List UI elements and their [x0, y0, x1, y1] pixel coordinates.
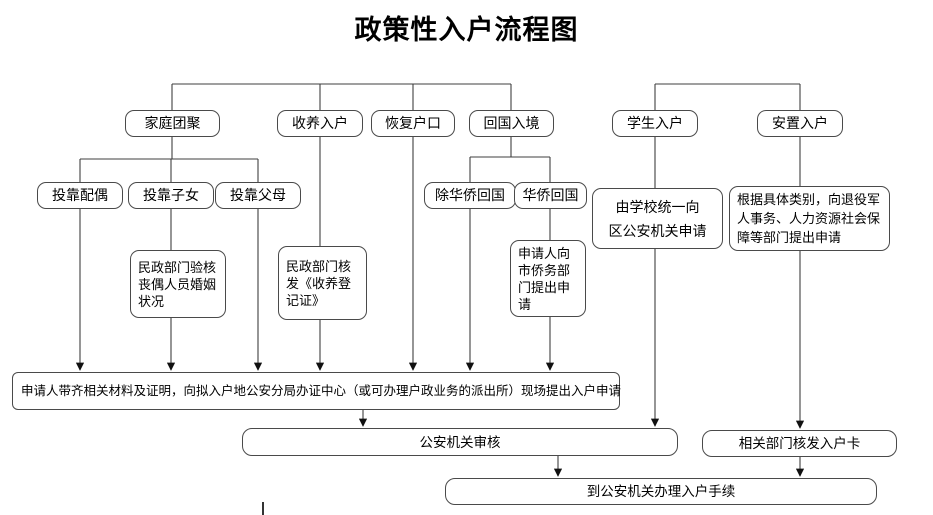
node-resettlement: 安置入户 [757, 110, 843, 137]
node-return-entry: 回国入境 [469, 110, 554, 137]
node-parents: 投靠父母 [215, 182, 301, 209]
node-police-review: 公安机关审核 [242, 428, 678, 456]
node-civil-verify: 民政部门验核丧偶人员婚姻状况 [130, 250, 226, 318]
node-restore-hukou: 恢复户口 [371, 110, 455, 137]
node-overseas-return: 华侨回国 [514, 182, 587, 209]
node-children: 投靠子女 [128, 182, 214, 209]
page-title: 政策性入户流程图 [354, 15, 579, 45]
node-school-apply: 由学校统一向 区公安机关申请 [592, 188, 723, 249]
node-civil-issue: 民政部门核发《收养登记证》 [278, 246, 367, 320]
node-adoption: 收养入户 [277, 110, 363, 137]
node-non-overseas-return: 除华侨回国 [424, 182, 516, 209]
node-card-issue: 相关部门核发入户卡 [702, 430, 897, 457]
node-overseas-apply: 申请人向市侨务部门提出申请 [510, 240, 586, 317]
node-onsite-apply: 申请人带齐相关材料及证明，向拟入户地公安分局办证中心（或可办理户政业务的派出所）… [12, 372, 621, 410]
node-student: 学生入户 [612, 110, 698, 137]
node-family-reunion: 家庭团聚 [125, 110, 220, 137]
node-spouse: 投靠配偶 [37, 182, 123, 209]
node-veteran-apply: 根据具体类别，向退役军人事务、人力资源社会保障等部门提出申请 [729, 186, 890, 251]
node-final-step: 到公安机关办理入户手续 [445, 478, 877, 505]
text-cursor [262, 502, 264, 515]
